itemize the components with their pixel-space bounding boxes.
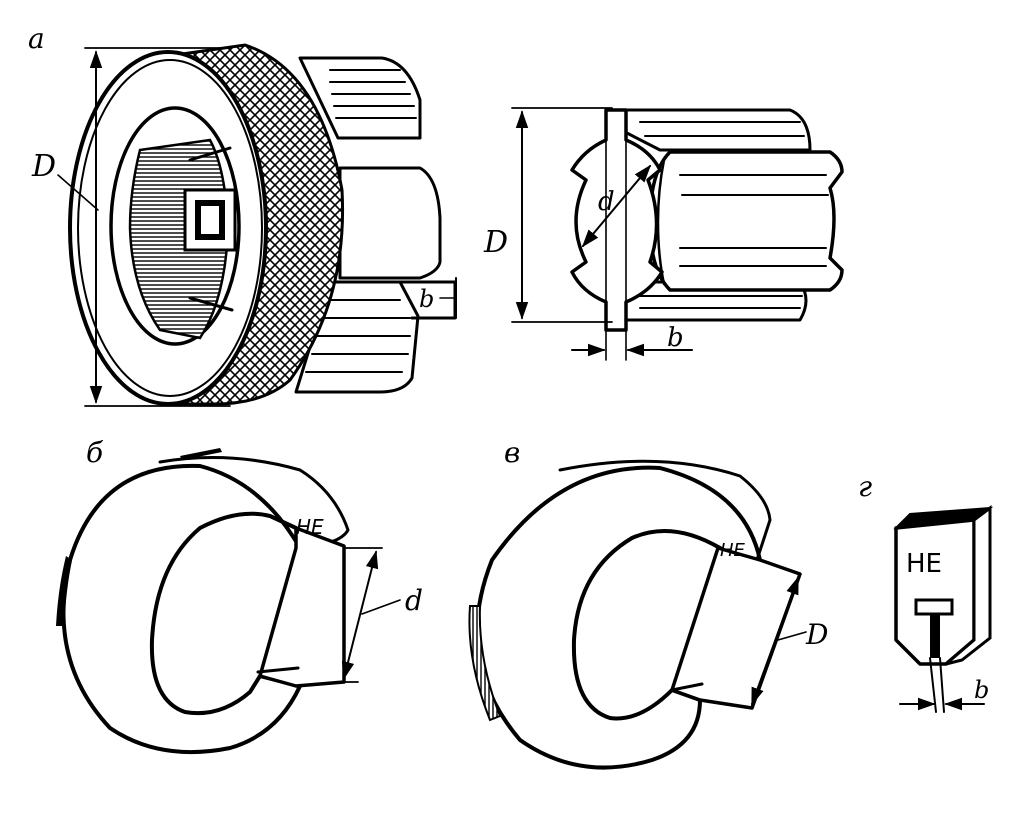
panel-a-label: а xyxy=(28,22,45,55)
dimension-D-left: D xyxy=(31,47,231,407)
dim-D-left-label: D xyxy=(31,149,56,184)
panel-b-mark: НЕ xyxy=(296,515,324,539)
dim-b-right-label: b xyxy=(667,323,684,353)
dimension-b-left: b xyxy=(419,277,457,319)
dimension-D-right: D xyxy=(483,107,613,323)
snap-gauge-body xyxy=(61,463,302,754)
panel-a-slotted-plug: d D b xyxy=(483,107,844,361)
panel-v-snap-gauge: в НЕ D xyxy=(468,436,828,770)
dim-b-left-label: b xyxy=(419,285,434,313)
panel-v-mark: НЕ xyxy=(720,540,746,561)
dim-d-right-label: d xyxy=(598,187,615,217)
dim-D-right-label: D xyxy=(483,225,508,260)
panel-b-label: б xyxy=(86,436,104,469)
panel-b-snap-gauge: б НЕ d xyxy=(56,436,423,754)
dim-D-snap-label: D xyxy=(805,618,828,651)
panel-g-blade-gauge: г НЕ b xyxy=(858,470,994,713)
dim-d-snap-label: d xyxy=(405,584,423,617)
panel-a-ring-gauge: а D b xyxy=(28,22,457,407)
panel-g-mark: НЕ xyxy=(906,549,942,579)
snap-gauge-body-2 xyxy=(475,465,762,770)
plug-body-rear xyxy=(294,56,457,394)
panel-v-label: в xyxy=(504,436,520,469)
dim-b-blade-label: b xyxy=(974,676,989,704)
panel-g-label: г xyxy=(858,470,872,503)
dimension-b-right: b xyxy=(571,323,693,361)
